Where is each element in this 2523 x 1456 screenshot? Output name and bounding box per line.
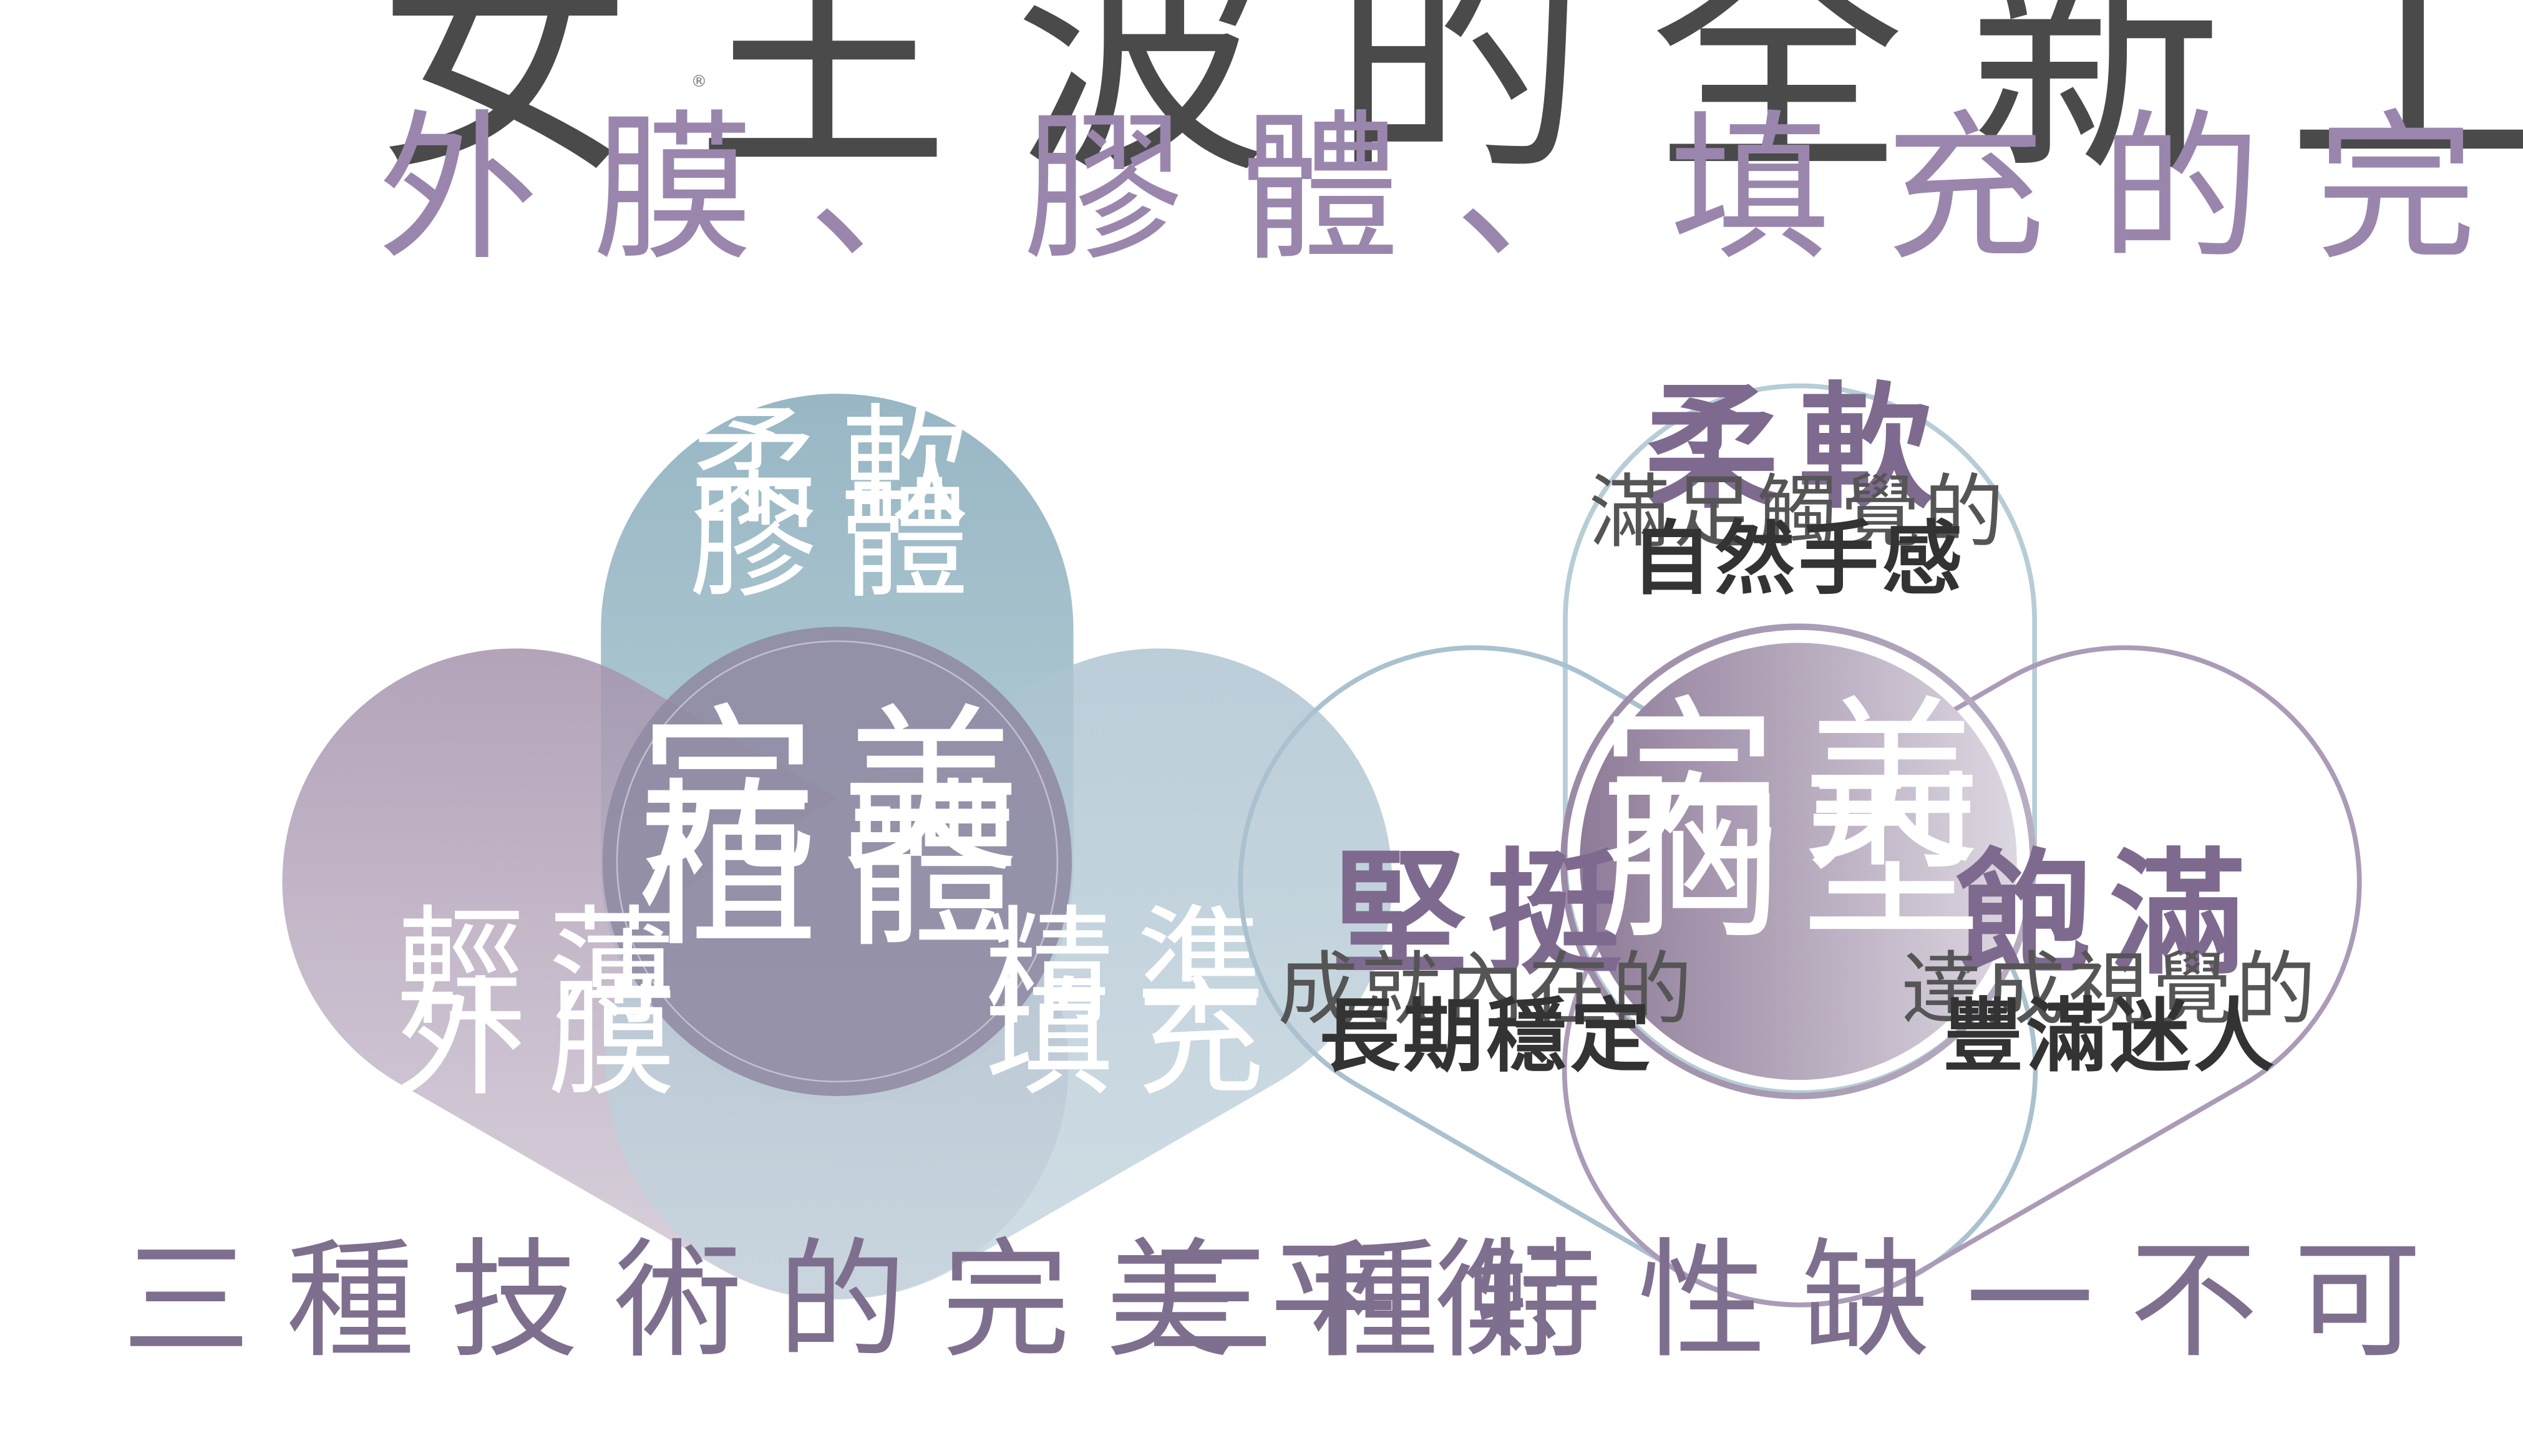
top-lobe-label-2: 膠體 <box>689 466 991 616</box>
right-outline-shape <box>1562 645 2362 1308</box>
top-lobe-desc-bold: 自然手感 <box>1631 512 1966 606</box>
center-label-1: 完美 <box>1599 681 2004 890</box>
left-venn-diagram: 柔軟 膠體 輕薄 外膜 精準 填充 完美 植體 三種技術的完美平衡 <box>122 392 1598 1376</box>
center-label-2: 胸型 <box>1599 754 2004 964</box>
center-inner-ring <box>616 640 1059 1083</box>
top-lobe-desc: 滿足觸覺的 <box>1590 466 2008 560</box>
left-lobe-title: 堅挺 <box>1332 837 1641 994</box>
right-caption: 三種特性缺一不可 <box>1146 1226 2457 1376</box>
left-lobe-label-1: 輕薄 <box>397 893 699 1043</box>
right-lobe-desc: 達成視覺的 <box>1901 943 2319 1037</box>
left-lobe-desc-bold: 長期穩定 <box>1320 989 1654 1083</box>
left-caption: 三種技術的完美平衡 <box>122 1226 1598 1376</box>
right-lobe-title: 飽滿 <box>1956 837 2265 994</box>
left-lobe-desc: 成就內在的 <box>1278 943 1696 1037</box>
top-lobe-title: 柔軟 <box>1644 370 1953 527</box>
page-title: 女王波的全新工藝 <box>377 0 2523 208</box>
right-lobe-desc-bold: 豐滿迷人 <box>1943 989 2277 1083</box>
trademark-symbol: ® <box>691 72 707 91</box>
center-outer-ring <box>1560 623 2036 1100</box>
center-label-1: 完美 <box>638 689 1043 898</box>
center-circle <box>602 626 1072 1096</box>
top-lobe-label-1: 柔軟 <box>689 392 991 541</box>
right-venn-diagram: 柔軟 滿足觸覺的 自然手感 堅挺 成就內在的 長期穩定 飽滿 達成視覺的 豐滿迷… <box>1146 370 2457 1376</box>
center-circle <box>1580 643 2017 1080</box>
right-lobe-label-1: 精準 <box>985 893 1287 1043</box>
right-lobe-label-2: 填充 <box>985 964 1287 1114</box>
center-label-2: 植體 <box>638 762 1043 972</box>
left-lobe-label-2: 外膜 <box>397 964 699 1114</box>
page-subtitle: 外膜、膠體、填充的完美平衡 <box>377 95 2523 283</box>
